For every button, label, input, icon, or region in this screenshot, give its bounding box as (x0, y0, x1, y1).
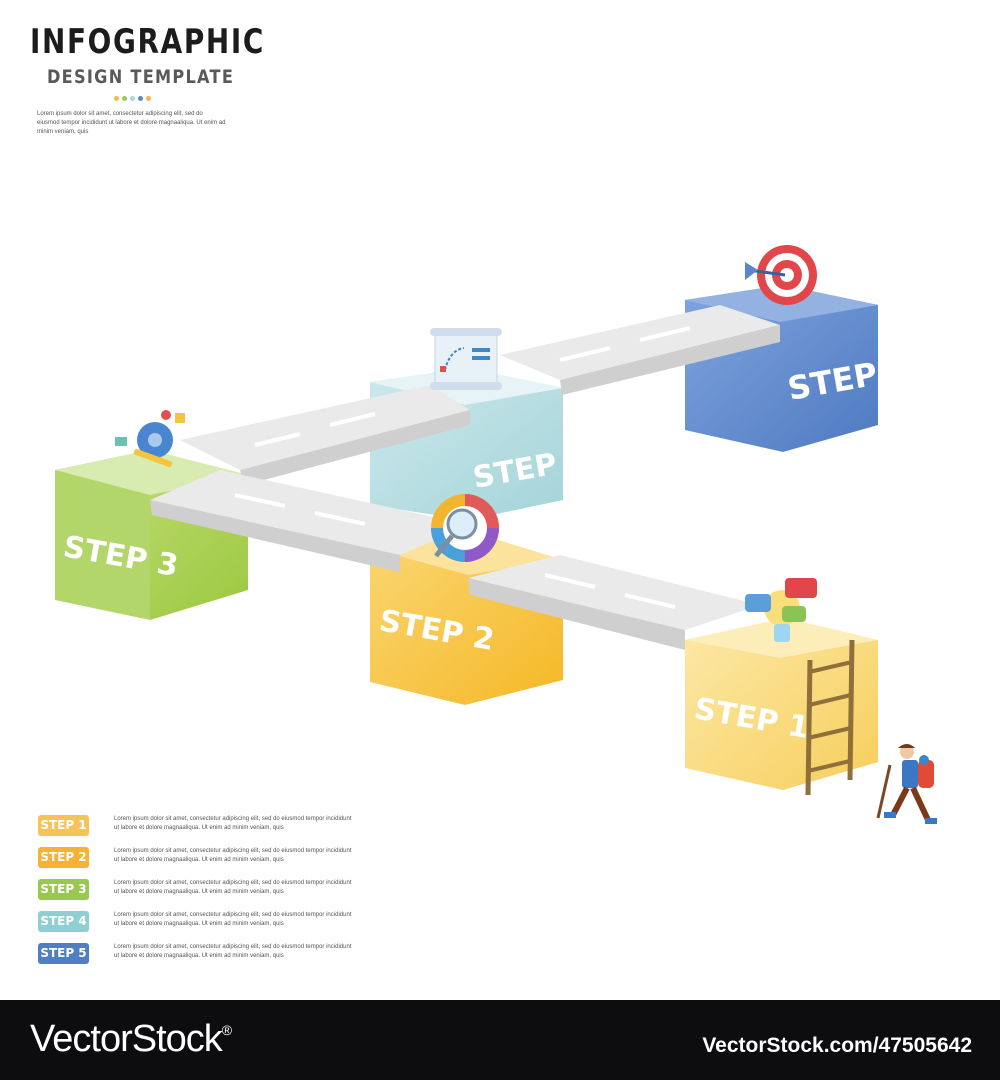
legend-badge-step-3: STEP 3 (38, 879, 89, 900)
dot (130, 96, 135, 101)
dot (146, 96, 151, 101)
step-3-side (55, 470, 150, 620)
road-dash (254, 432, 301, 447)
infographic-canvas: INFOGRAPHIC DESIGN TEMPLATE Lorem ipsum … (30, 22, 937, 964)
lightbulb-chat-icon (745, 578, 817, 642)
road-2-1-top (468, 555, 760, 630)
blueprint-scroll-icon (430, 328, 502, 390)
gear-pencil-icon (115, 410, 185, 468)
legend-text: Lorem ipsum dolor sit amet, consectetur … (114, 944, 352, 959)
legend-badge-step-4: STEP 4 (38, 911, 89, 932)
legend-badge-step-5: STEP 5 (38, 943, 89, 964)
road-3-2-side (150, 500, 400, 572)
road-dash (329, 412, 376, 427)
watermark-brand: VectorStock® (30, 1018, 232, 1061)
lower-road (150, 470, 760, 650)
legend-badge-step-1: STEP 1 (38, 815, 89, 836)
ladder-icon (805, 639, 855, 796)
target-arrow-icon (745, 245, 817, 305)
step-1-body (685, 618, 878, 790)
infographic-title: INFOGRAPHIC (30, 22, 266, 62)
road-4-5-side (560, 325, 780, 395)
registered-mark: ® (221, 1022, 232, 1038)
header-description: Lorem ipsum dolor sit amet, consectetur … (37, 111, 226, 135)
road-3-4-side (240, 410, 470, 485)
road-2-1-side (468, 578, 685, 650)
dot (138, 96, 143, 101)
watermark-footer: VectorStock® VectorStock.com/47505642 (0, 1000, 1000, 1080)
infographic-subtitle: DESIGN TEMPLATE (47, 66, 235, 88)
dot (122, 96, 127, 101)
dot (114, 96, 119, 101)
magnifier-chart-icon (431, 494, 499, 562)
road-dash (544, 573, 596, 589)
step-3-box: STEP 3 (55, 450, 248, 620)
road-4-5-top (500, 305, 780, 380)
road-dash (624, 593, 676, 609)
road-dash (234, 493, 286, 508)
hiker-icon (876, 744, 937, 824)
brand-name: VectorStock (30, 1018, 223, 1060)
step-diagram: STEP 3 STEP 4 STEP 5 (55, 245, 937, 824)
road-dash (559, 346, 611, 362)
legend-text: Lorem ipsum dolor sit amet, consectetur … (114, 848, 352, 863)
legend-text: Lorem ipsum dolor sit amet, consectetur … (114, 912, 352, 927)
road-dash (639, 326, 691, 342)
road-3-2-top (150, 470, 470, 555)
watermark-url: VectorStock.com/47505642 (702, 1034, 972, 1057)
road-dash (314, 511, 366, 526)
decorative-dots (114, 96, 151, 101)
legend-badge-step-2: STEP 2 (38, 847, 89, 868)
upper-road (180, 305, 780, 485)
legend-text: Lorem ipsum dolor sit amet, consectetur … (114, 880, 352, 895)
step-4-box: STEP 4 (370, 368, 591, 520)
road-3-4-top (180, 385, 470, 470)
legend-text: Lorem ipsum dolor sit amet, consectetur … (114, 816, 352, 831)
